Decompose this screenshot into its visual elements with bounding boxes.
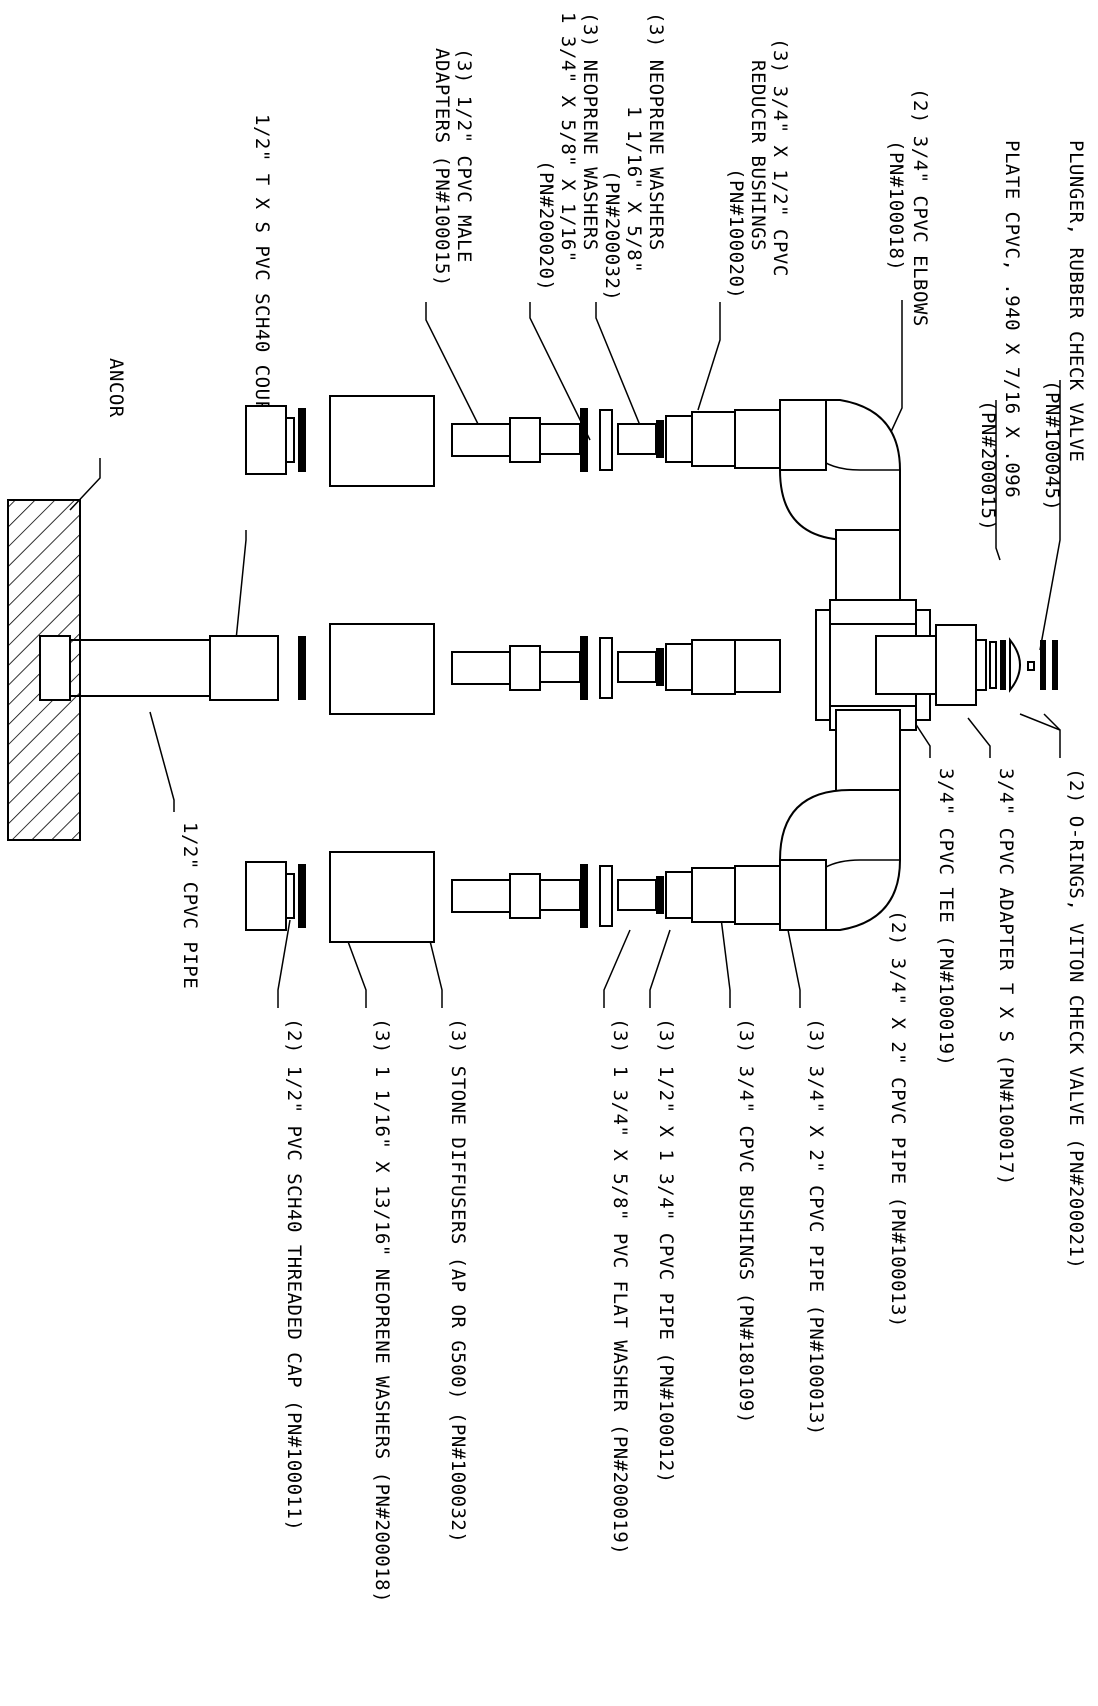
label-reducer-3: (PN#100020) <box>725 168 747 299</box>
stone-diffuser <box>329 395 435 487</box>
label-plunger-valve: PLUNGER, RUBBER CHECK VALVE <box>1065 140 1087 462</box>
label-reducer-1: (3) 3/4" X 1/2" CPVC <box>769 38 791 277</box>
label-stone-diffusers: (3) STONE DIFFUSERS (AP OR G500) (PN#100… <box>447 1018 469 1543</box>
drop-column-center <box>7 499 937 841</box>
label-male-adapt-2: ADAPTERS (PN#100015) <box>431 48 453 287</box>
label-threaded-cap: (2) 1/2" PVC SCH40 THREADED CAP (PN#1000… <box>283 1018 305 1531</box>
coupling <box>209 635 279 701</box>
label-bushings: (3) 3/4" CPVC BUSHINGS (PN#180109) <box>735 1018 757 1424</box>
drop-column-right <box>245 851 781 943</box>
label-plate-pn: (PN#200015) <box>977 400 999 531</box>
label-ancor: ANCOR <box>105 358 127 418</box>
label-neo-small-2: 1 1/16" X 5/8" <box>623 106 645 273</box>
label-cpvc-pipe: 1/2" CPVC PIPE <box>179 822 201 989</box>
male-adapter-thread <box>451 423 511 457</box>
label-neo-small-1: (3) NEOPRENE WASHERS <box>645 12 667 251</box>
label-pipe-half: (3) 1/2" X 1 3/4" CPVC PIPE (PN#100012) <box>655 1018 677 1484</box>
label-tee: 3/4" CPVC TEE (PN#100019) <box>935 768 957 1066</box>
label-plunger-valve-pn: (PN#100045) <box>1041 380 1063 511</box>
label-coupling: 1/2" T X S PVC SCH40 COUPLING <box>251 114 273 460</box>
label-reducer-2: REDUCER BUSHINGS <box>747 60 769 251</box>
label-flat-washer: (3) 1 3/4" X 5/8" PVC FLAT WASHER (PN#20… <box>609 1018 631 1555</box>
label-neo-small-3: (PN#200032) <box>601 170 623 301</box>
label-neo-large-3: (PN#200020) <box>535 160 557 291</box>
label-orings: (2) O-RINGS, VITON CHECK VALVE (PN#20002… <box>1065 768 1087 1269</box>
label-elbows-pn: (PN#100018) <box>885 140 907 271</box>
label-pipe-34-b: (2) 3/4" X 2" CPVC PIPE (PN#100013) <box>887 910 909 1328</box>
label-neo-washers-13: (3) 1 1/16" X 13/16" NEOPRENE WASHERS (P… <box>371 1018 393 1603</box>
drop-column-left <box>245 395 781 487</box>
label-plate: PLATE CPVC, .940 X 7/16 X .096 <box>1001 140 1023 498</box>
threaded-cap <box>245 405 287 475</box>
label-neo-large-2: 1 3/4" X 5/8" X 1/16" <box>557 12 579 263</box>
label-adapter-ts: 3/4" CPVC ADAPTER T X S (PN#100017) <box>995 768 1017 1186</box>
label-elbows: (2) 3/4" CPVC ELBOWS <box>909 88 931 327</box>
label-neo-large-1: (3) NEOPRENE WASHERS <box>579 12 601 251</box>
label-pipe-34-a: (3) 3/4" X 2" CPVC PIPE (PN#100013) <box>805 1018 827 1436</box>
part-labels: PLUNGER, RUBBER CHECK VALVE (PN#100045) … <box>105 12 1087 1603</box>
label-male-adapt-1: (3) 1/2" CPVC MALE <box>453 48 475 263</box>
